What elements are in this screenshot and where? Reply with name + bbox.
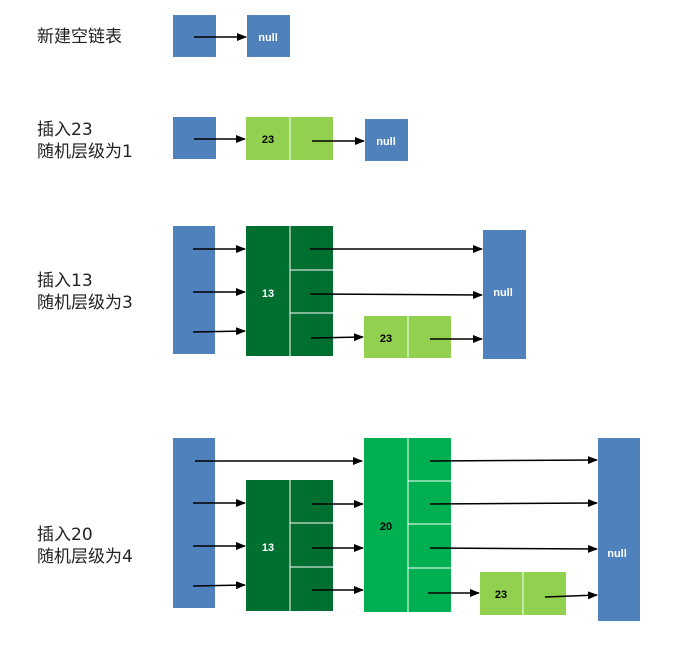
node-23-level-cell [290, 117, 333, 160]
null-label: null [258, 32, 278, 44]
step-1-label: 新建空链表 [37, 26, 122, 48]
step-4-label-line-2: 随机层级为4 [37, 547, 133, 567]
step-1-label-line-1: 新建空链表 [37, 27, 122, 47]
node-23-value: 23 [262, 134, 274, 146]
node-13-level-column [290, 226, 333, 356]
node-23-level-cell [523, 572, 566, 615]
step-2-label-line-1: 插入23 [37, 120, 93, 140]
step-3-label: 插入13 随机层级为3 [37, 270, 133, 314]
pointer-arrow [192, 581, 246, 590]
null-node [598, 438, 640, 621]
node-13-value-cell [246, 226, 290, 356]
pointer-arrow [429, 544, 598, 553]
step-3-label-line-1: 插入13 [37, 271, 93, 291]
head-node [173, 117, 216, 159]
node-23-value: 23 [380, 333, 392, 345]
step-3-label-line-2: 随机层级为3 [37, 293, 133, 313]
node-20-value-cell [364, 438, 408, 612]
step-2-label: 插入23 随机层级为1 [37, 119, 133, 163]
null-node [365, 119, 408, 161]
node-13-value: 13 [262, 542, 274, 554]
pointer-arrow [309, 290, 483, 299]
head-node [173, 226, 215, 354]
null-label: null [493, 287, 513, 299]
step-4-label: 插入20 随机层级为4 [37, 524, 133, 568]
node-23-value-cell [480, 572, 523, 615]
step-2-label-line-2: 随机层级为1 [37, 142, 133, 162]
node-23-value: 23 [495, 589, 507, 601]
null-node [483, 230, 526, 359]
step-1-diagram: null [173, 15, 290, 57]
pointer-arrow [310, 333, 364, 342]
pointer-arrow [192, 327, 246, 336]
node-20-value: 20 [380, 521, 392, 533]
step-4-label-line-1: 插入20 [37, 525, 93, 545]
step-4-diagram: 13 20 23 null [173, 438, 640, 621]
null-node [247, 15, 290, 57]
pointer-arrow [544, 591, 598, 600]
head-node [173, 438, 215, 608]
pointer-arrow [429, 456, 598, 465]
step-3-diagram: 13 23 null [173, 226, 526, 359]
node-13-value: 13 [262, 288, 274, 300]
head-node [173, 15, 216, 57]
node-20-level-column [408, 438, 451, 612]
step-2-diagram: 23 null [173, 117, 408, 161]
node-13-level-column [290, 480, 333, 611]
node-23-level-cell [408, 316, 451, 358]
node-13-value-cell [246, 480, 290, 611]
null-label: null [376, 136, 396, 148]
pointer-arrow [429, 499, 598, 508]
node-23-value-cell [246, 117, 290, 160]
node-23-value-cell [364, 316, 408, 358]
null-label: null [607, 548, 627, 560]
